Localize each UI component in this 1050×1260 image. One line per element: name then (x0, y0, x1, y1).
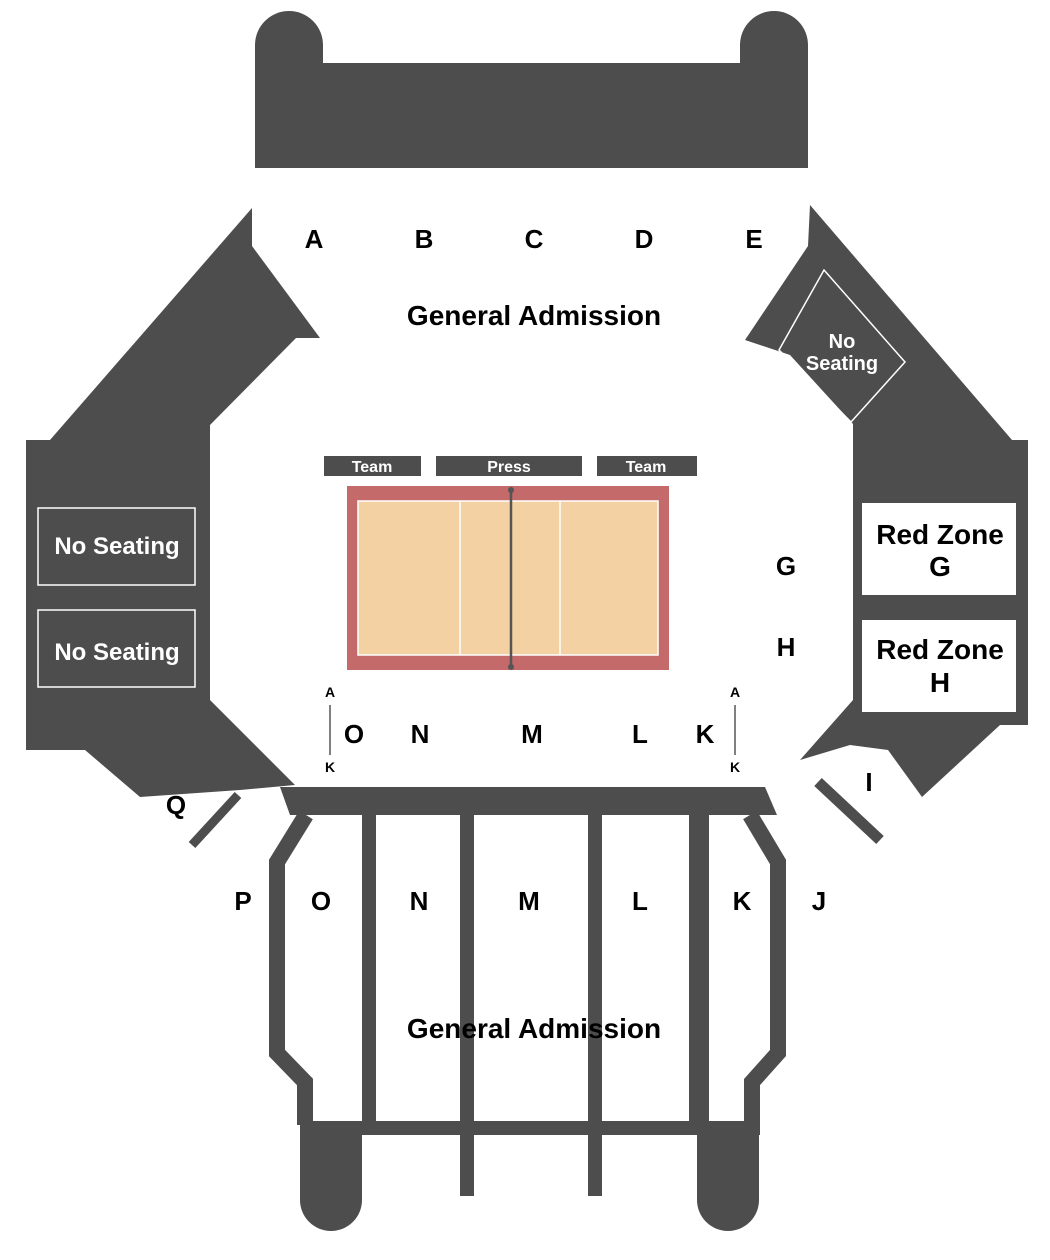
section-i[interactable]: I (865, 767, 872, 797)
team-bench-left (324, 456, 421, 476)
floor-row-left-top: A (325, 684, 335, 700)
general-admission-bottom[interactable]: General Admission (407, 1013, 661, 1044)
general-admission-top[interactable]: General Admission (407, 300, 661, 331)
court-area: Team Press Team (324, 456, 697, 670)
top-stand (255, 11, 808, 168)
floor-section-labels: O N M L K (344, 719, 715, 749)
red-zone-h-label: Red Zone (876, 634, 1004, 665)
red-zone-h[interactable]: Red Zone H (862, 620, 1016, 712)
section-b[interactable]: B (415, 224, 434, 254)
press-table-label: Press (487, 459, 531, 476)
floor-row-left-bottom: K (325, 759, 335, 775)
section-e[interactable]: E (745, 224, 762, 254)
section-h[interactable]: H (777, 632, 796, 662)
floor-row-indicator-right: A K (730, 684, 740, 775)
no-seating-ne-label-1: No (829, 331, 856, 353)
ramp-i (814, 777, 884, 845)
no-seating-west-2-label: No Seating (54, 639, 179, 666)
team-bench-right (597, 456, 697, 476)
floor-row-right-bottom: K (730, 759, 740, 775)
bottom-section-labels: P O N M L K J (234, 886, 826, 916)
team-bench-left-label: Team (352, 459, 393, 476)
no-seating-ne-label-2: Seating (806, 353, 878, 375)
no-seating-west-1-label: No Seating (54, 533, 179, 560)
section-c[interactable]: C (525, 224, 544, 254)
section-o[interactable]: O (311, 886, 331, 916)
floor-section-o[interactable]: O (344, 719, 364, 749)
no-seating-west-2: No Seating (37, 609, 196, 688)
section-j[interactable]: J (812, 886, 826, 916)
section-p[interactable]: P (234, 886, 251, 916)
section-m[interactable]: M (518, 886, 540, 916)
bottom-stand (269, 787, 786, 1231)
top-section-labels: A B C D E (305, 224, 763, 254)
floor-section-l[interactable]: L (632, 719, 648, 749)
section-l[interactable]: L (632, 886, 648, 916)
section-d[interactable]: D (635, 224, 654, 254)
red-zone-g[interactable]: Red Zone G (862, 503, 1016, 595)
no-seating-ne: No Seating (778, 268, 907, 424)
press-table (436, 456, 582, 476)
section-g[interactable]: G (776, 551, 796, 581)
floor-section-m[interactable]: M (521, 719, 543, 749)
red-zone-h-letter: H (930, 667, 950, 698)
court-surface (357, 500, 659, 656)
floor-section-n[interactable]: N (411, 719, 430, 749)
section-a[interactable]: A (305, 224, 324, 254)
red-zone-g-label: Red Zone (876, 519, 1004, 550)
floor-row-right-top: A (730, 684, 740, 700)
team-bench-right-label: Team (626, 459, 667, 476)
section-q[interactable]: Q (166, 790, 186, 820)
section-k[interactable]: K (733, 886, 752, 916)
no-seating-west-1: No Seating (37, 507, 196, 586)
west-wing (26, 208, 320, 797)
floor-section-k[interactable]: K (696, 719, 715, 749)
red-zone-g-letter: G (929, 551, 951, 582)
floor-row-indicator-left: A K (325, 684, 335, 775)
ramp-q (188, 791, 242, 849)
section-n[interactable]: N (410, 886, 429, 916)
